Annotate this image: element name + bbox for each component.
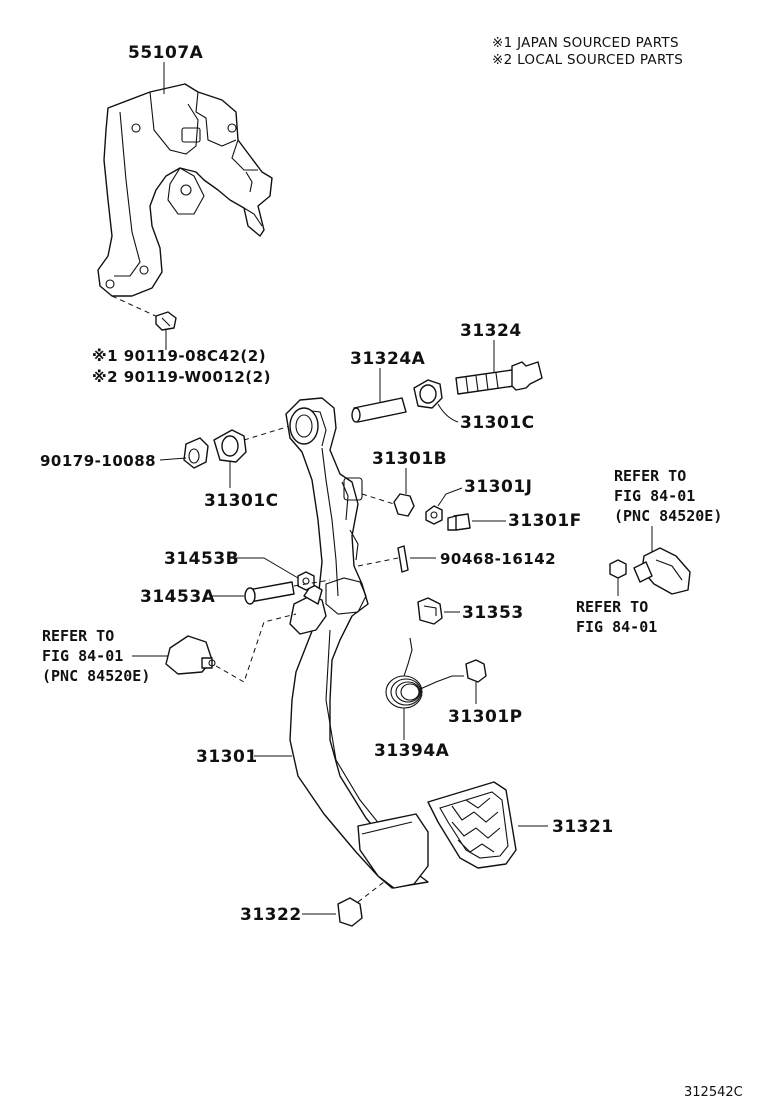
bushing-31301C-left: [213, 429, 247, 463]
pivot-bolt-31324: [455, 361, 543, 395]
brake-switch-left: [165, 635, 216, 675]
nut-31453B: [297, 571, 315, 591]
label-31301P: 31301P: [448, 707, 523, 727]
pedal-arm-31301: [285, 397, 429, 889]
bushing-31301P: [465, 659, 487, 683]
bushing-31301C-top: [413, 379, 443, 409]
pedal-pad-31321: [427, 781, 517, 869]
label-bolt-japan: ※1 90119-08C42(2): [92, 347, 266, 365]
clip-90468: [397, 545, 409, 573]
nut-refer-right: [609, 559, 627, 579]
cushion-31322: [337, 897, 363, 927]
refer-right-bottom-1: REFER TO: [576, 598, 648, 616]
refer-right-top-2: FIG 84-01: [614, 487, 695, 505]
label-31301C-top: 31301C: [460, 413, 535, 433]
label-31453B: 31453B: [164, 549, 239, 569]
label-31301J: 31301J: [464, 477, 532, 497]
stop-lamp-switch-right: [633, 547, 691, 595]
label-31453A: 31453A: [140, 587, 216, 607]
pin-31453A: [244, 581, 295, 605]
stopper-31353: [417, 597, 443, 625]
refer-left-2: FIG 84-01: [42, 647, 123, 665]
label-90468: 90468-16142: [440, 550, 556, 568]
refer-left-1: REFER TO: [42, 627, 114, 645]
label-31322: 31322: [240, 905, 302, 925]
label-31301: 31301: [196, 747, 258, 767]
switch-bracket: [289, 583, 327, 635]
label-55107A: 55107A: [128, 43, 204, 63]
note-local-sourced: ※2 LOCAL SOURCED PARTS: [492, 52, 683, 68]
bracket-55107A: [97, 83, 273, 297]
label-31394A: 31394A: [374, 741, 450, 761]
nut-90179: [183, 437, 209, 469]
label-31321: 31321: [552, 817, 614, 837]
return-spring-31394A: [385, 637, 464, 709]
bolt-90119: [155, 311, 177, 331]
note-japan-sourced: ※1 JAPAN SOURCED PARTS: [492, 35, 679, 51]
figure-code: 312542C: [684, 1085, 743, 1100]
refer-right-top-1: REFER TO: [614, 467, 686, 485]
label-31353: 31353: [462, 603, 524, 623]
label-31301C-left: 31301C: [204, 491, 279, 511]
bolt-31301F: [447, 513, 471, 531]
refer-right-top-3: (PNC 84520E): [614, 507, 722, 525]
label-90179: 90179-10088: [40, 452, 156, 470]
label-31301B: 31301B: [372, 449, 447, 469]
refer-right-bottom-2: FIG 84-01: [576, 618, 657, 636]
label-bolt-local: ※2 90119-W0012(2): [92, 368, 271, 386]
nut-31301J: [425, 505, 443, 525]
collar-31324A: [351, 397, 407, 423]
label-31324: 31324: [460, 321, 522, 341]
cushion-31301B: [393, 493, 415, 517]
label-31324A: 31324A: [350, 349, 426, 369]
refer-left-3: (PNC 84520E): [42, 667, 150, 685]
label-31301F: 31301F: [508, 511, 582, 531]
